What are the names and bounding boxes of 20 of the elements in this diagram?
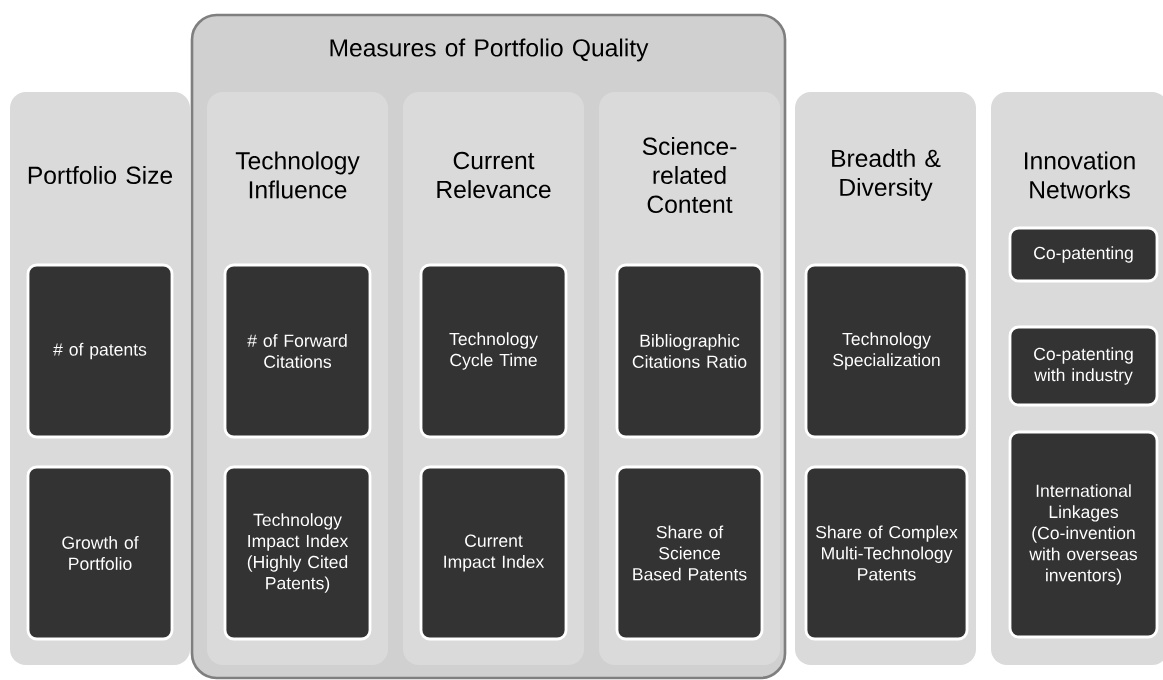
- metric-box: International Linkages (Co-invention with overseas inventors): [1008, 430, 1159, 639]
- column-heading: Measures of Portfolio Quality: [330, 38, 649, 62]
- metric-box: Technology Specialization: [804, 263, 969, 439]
- metric-box: Technology Impact Index (Highly Cited Patents): [223, 465, 372, 641]
- metric-box: Technology Cycle Time: [419, 263, 568, 439]
- metric-box: Co-patenting with industry: [1008, 325, 1159, 407]
- metric-box: Growth of Portfolio: [26, 465, 174, 641]
- metric-box: Share of Complex Multi-Technology Patents: [804, 465, 969, 641]
- column-heading: Science-related Content: [642, 136, 737, 214]
- column-heading: Breadth & Diversity: [832, 149, 941, 201]
- column-heading: Innovation Networks: [1025, 151, 1135, 199]
- column-heading: Technology Influence: [235, 151, 360, 199]
- column-heading: Portfolio Size: [28, 165, 173, 185]
- metric-box: # of Forward Citations: [223, 263, 372, 439]
- metric-box: Share of Science Based Patents: [615, 465, 764, 641]
- column-heading: Current Relevance: [437, 151, 551, 199]
- metric-box: Current Impact Index: [419, 465, 568, 641]
- metric-box: # of patents: [26, 263, 174, 439]
- metric-box: Bibliographic Citations Ratio: [615, 263, 764, 439]
- metric-box: Co-patenting: [1008, 226, 1159, 283]
